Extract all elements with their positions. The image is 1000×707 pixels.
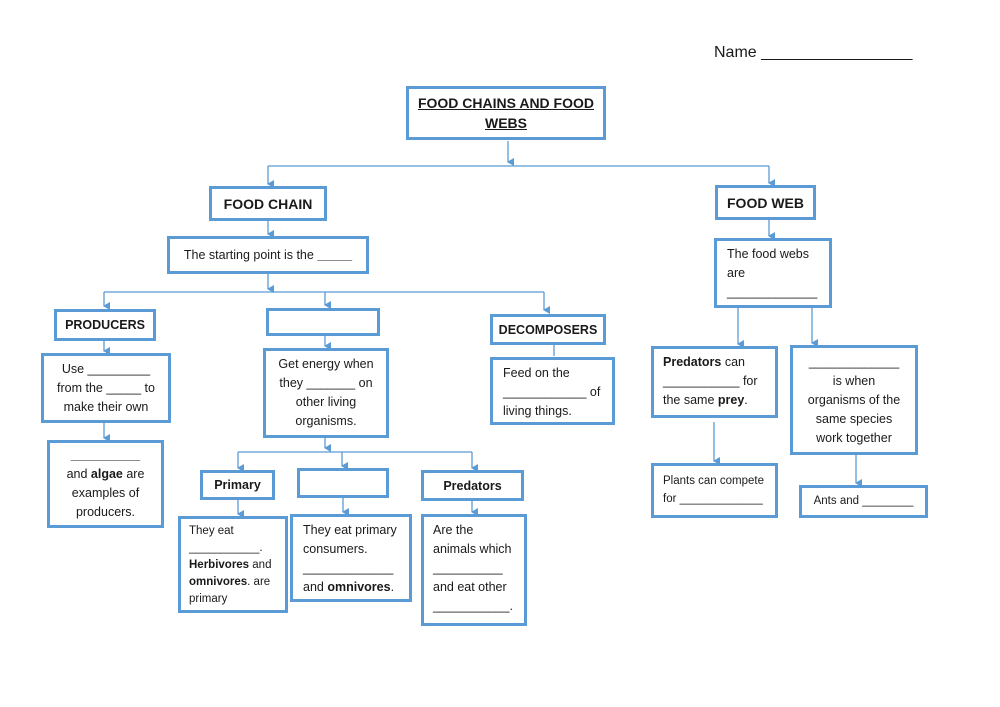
predators-compete-box: Predators can ___________ for the same p… (651, 346, 778, 418)
plants-compete-box: Plants can compete for _____________ (651, 463, 778, 518)
starting-point-text: The starting point is the _____ (183, 248, 353, 262)
consumers-line-2: they _______ on (279, 376, 373, 390)
decomposers-line-1: Feed on the (503, 366, 570, 380)
cooperation-box: _____________ is when organisms of the s… (790, 345, 918, 455)
producers-use-box: Use _________ from the _____ to make the… (41, 353, 171, 423)
producers-label: PRODUCERS (65, 318, 145, 332)
primary-line-1: They eat (189, 525, 234, 537)
producers-use-line-1: Use _________ (61, 361, 151, 376)
consumers-line-3: other living (295, 395, 357, 409)
secondary-blank-box (297, 468, 389, 498)
secondary-line-4: and omnivores. (303, 580, 395, 594)
producers-example-line-4: producers. (75, 505, 136, 519)
producers-example-line-2: and algae are (66, 467, 145, 481)
food-webs-line-2: are (727, 266, 746, 280)
web-predators-line-3: the same prey. (663, 393, 748, 407)
decomposers-label: DECOMPOSERS (498, 322, 598, 337)
predators-line-3: __________ (433, 561, 503, 575)
food-webs-line-3: _____________ (727, 285, 818, 299)
secondary-line-3: _____________ (303, 561, 394, 575)
primary-description-box: They eat ___________. Herbivores and omn… (178, 516, 288, 613)
coop-line-3: organisms of the (807, 392, 901, 407)
consumers-blank-box (266, 308, 380, 336)
primary-line-5: primary (189, 593, 228, 605)
starting-point-box: The starting point is the _____ (167, 236, 369, 274)
secondary-line-1: They eat primary (303, 523, 397, 537)
food-web-box: FOOD WEB (715, 185, 816, 220)
food-web-label: FOOD WEB (727, 194, 804, 211)
producers-example-blank: __________ (70, 448, 141, 462)
coop-line-5: work together (816, 430, 892, 445)
producers-example-line-3: examples of (71, 486, 140, 500)
plants-compete-line-2: for _____________ (663, 493, 763, 505)
coop-line-2: is when (832, 373, 876, 388)
primary-line-2: ___________. (189, 542, 263, 554)
coop-line-1: _____________ (808, 354, 900, 369)
secondary-line-2: consumers. (303, 542, 368, 556)
consumers-description-box: Get energy when they _______ on other li… (263, 348, 389, 438)
food-webs-line-1: The food webs (727, 247, 809, 261)
secondary-description-box: They eat primary consumers. ____________… (290, 514, 412, 602)
producers-use-line-3: make their own (63, 399, 149, 414)
web-predators-line-1: Predators can (663, 355, 745, 369)
decomposers-line-2: ____________ of (503, 385, 601, 399)
consumers-line-1: Get energy when (278, 357, 374, 371)
predators-label: Predators (443, 478, 502, 493)
food-chain-label: FOOD CHAIN (223, 195, 313, 212)
predators-box: Predators (421, 470, 524, 501)
consumers-line-4: organisms. (295, 414, 357, 428)
title-line-1: FOOD CHAINS AND FOOD (417, 95, 595, 111)
ants-text: Ants and ________ (813, 495, 914, 507)
primary-line-4: omnivores. are (189, 576, 271, 588)
primary-label: Primary (214, 478, 261, 492)
ants-box: Ants and ________ (799, 485, 928, 518)
predators-line-5: ___________. (433, 599, 513, 613)
food-webs-are-box: The food webs are _____________ (714, 238, 832, 308)
predators-description-box: Are the animals which __________ and eat… (421, 514, 527, 626)
title-line-2: WEBS (485, 115, 527, 131)
coop-line-4: same species (815, 411, 893, 426)
food-chain-box: FOOD CHAIN (209, 186, 327, 221)
predators-line-1: Are the (433, 523, 474, 537)
decomposers-line-3: living things. (503, 404, 572, 418)
producers-box: PRODUCERS (54, 309, 156, 341)
producers-use-line-2: from the _____ to (57, 380, 155, 395)
decomposers-box: DECOMPOSERS (490, 314, 606, 345)
name-field-label: Name _________________ (714, 44, 913, 61)
plants-compete-line-1: Plants can compete (663, 475, 765, 487)
web-predators-line-2: ___________ for (663, 374, 758, 388)
primary-line-3: Herbivores and (189, 559, 272, 571)
producers-examples-box: __________ and algae are examples of pro… (47, 440, 164, 528)
primary-box: Primary (200, 470, 275, 500)
diagram-title-box: FOOD CHAINS AND FOOD WEBS (406, 86, 606, 140)
predators-line-2: animals which (433, 542, 512, 556)
predators-line-4: and eat other (433, 580, 507, 594)
decomposers-description-box: Feed on the ____________ of living thing… (490, 357, 615, 425)
